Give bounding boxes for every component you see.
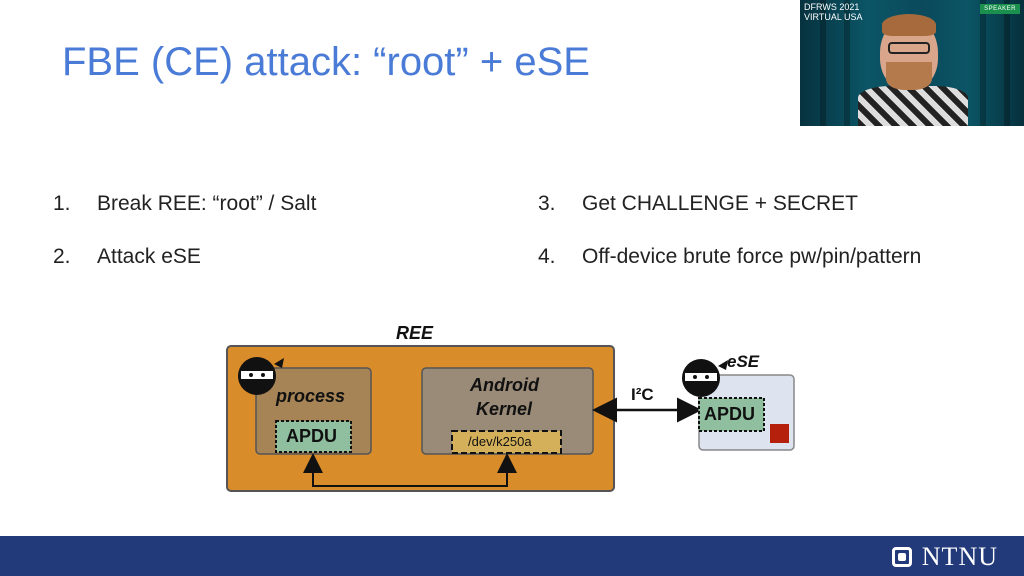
secure-chip-icon	[770, 424, 789, 443]
ntnu-logo: NTNU	[891, 542, 998, 572]
bullet-text: Off-device brute force pw/pin/pattern	[582, 245, 922, 268]
ese-label: eSE	[727, 352, 760, 371]
kernel-label-line1: Android	[470, 375, 539, 395]
process-label: process	[276, 386, 346, 406]
ntnu-logo-icon	[891, 547, 912, 567]
i2c-label: I²C	[631, 385, 654, 404]
event-logo-line2: VIRTUAL USA	[804, 12, 863, 22]
ntnu-logo-text: NTNU	[921, 542, 998, 571]
attacker-ninja-icon	[238, 357, 284, 395]
speaker-badge: SPEAKER	[980, 4, 1020, 14]
apdu-right-box	[698, 397, 765, 432]
event-logo: DFRWS 2021 VIRTUAL USA	[804, 2, 863, 22]
bullet-number: 4.	[538, 245, 556, 268]
bullet-item: 2. Attack eSE	[53, 245, 201, 269]
footer-bar: NTNU	[0, 536, 1024, 576]
apdu-kernel-connector	[303, 453, 517, 487]
device-path-label: /dev/k250a	[468, 434, 532, 449]
speaker-glasses	[888, 42, 930, 54]
kernel-label-line2: Kernel	[476, 399, 533, 419]
bullet-text: Break REE: “root” / Salt	[97, 192, 317, 215]
bullet-text: Attack eSE	[97, 245, 201, 268]
speaker-beard	[886, 62, 932, 90]
bullet-number: 3.	[538, 192, 556, 215]
attacker-ninja-icon	[682, 359, 728, 397]
ree-label: REE	[396, 323, 434, 343]
slide-title: FBE (CE) attack: “root” + eSE	[62, 40, 590, 84]
speaker-webcam-feed: DFRWS 2021 VIRTUAL USA SPEAKER	[800, 0, 1024, 126]
bullet-item: 4. Off-device brute force pw/pin/pattern	[538, 245, 921, 269]
bullet-number: 1.	[53, 192, 71, 215]
speaker-shirt	[858, 86, 968, 126]
speaker-hair	[882, 14, 936, 36]
bullet-text: Get CHALLENGE + SECRET	[582, 192, 859, 215]
apdu-left-box	[275, 420, 352, 453]
bullet-number: 2.	[53, 245, 71, 268]
apdu-right-label: APDU	[704, 404, 756, 424]
bullet-item: 1. Break REE: “root” / Salt	[53, 192, 316, 216]
apdu-left-label: APDU	[286, 426, 338, 446]
event-logo-line1: DFRWS 2021	[804, 2, 860, 12]
bullet-item: 3. Get CHALLENGE + SECRET	[538, 192, 858, 216]
